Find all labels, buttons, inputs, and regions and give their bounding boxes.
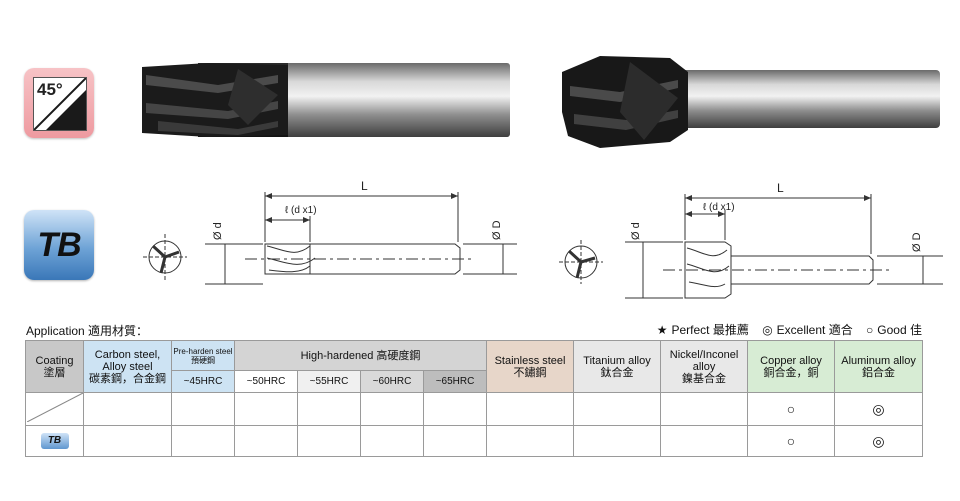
rating-copper: ○	[747, 392, 836, 426]
header-nickel: Nickel/Inconel alloy 鎳基合金	[660, 340, 749, 393]
flute-label-right: ℓ (d x1)	[703, 202, 735, 213]
header-preharden-steel: Pre-harden steel 預硬鋼	[171, 340, 235, 371]
table-row: TB ○ ◎	[25, 425, 924, 457]
coating-cell-blank	[25, 392, 84, 426]
header-stainless: Stainless steel 不鏽鋼	[486, 340, 575, 393]
application-table: Coating 塗層 Carbon steel, Alloy steel 碳素鋼…	[25, 340, 924, 457]
header-65hrc: ~65HRC	[422, 370, 488, 393]
legend-good: Good 佳	[877, 323, 922, 337]
table-row: ○ ◎	[25, 392, 924, 426]
rating-aluminum: ◎	[834, 425, 924, 457]
header-60hrc: ~60HRC	[360, 370, 424, 393]
coating-cell-tb: TB	[25, 425, 84, 457]
header-carbon-steel: Carbon steel, Alloy steel 碳素鋼，合金鋼	[83, 340, 172, 393]
header-high-hardened: High-hardened 高硬度鋼	[233, 340, 488, 371]
header-copper: Copper alloy 銅合金，銅	[747, 340, 836, 393]
angle-label: 45°	[37, 80, 63, 99]
tb-coating-badge: TB	[24, 210, 94, 280]
legend-excellent: Excellent 適合	[776, 323, 853, 337]
tb-label: TB	[37, 225, 81, 264]
header-50hrc: ~50HRC	[234, 370, 298, 393]
header-45hrc: ~45HRC	[171, 370, 235, 393]
header-coating: Coating 塗層	[25, 340, 84, 393]
end-mill-photo-right	[562, 56, 940, 148]
shank-diameter-label-left: Ø D	[491, 220, 503, 240]
rating-legend: ★Perfect 最推薦 ◎Excellent 適合 ○Good 佳	[653, 321, 922, 338]
technical-drawing-right: L ℓ (d x1) Ø d Ø D	[559, 181, 943, 299]
header-55hrc: ~55HRC	[297, 370, 361, 393]
star-icon: ★	[656, 323, 668, 337]
header-aluminum: Aluminum alloy 鋁合金	[834, 340, 924, 393]
flute-label-left: ℓ (d x1)	[285, 205, 317, 216]
cut-diameter-label-left: Ø d	[212, 222, 224, 240]
double-circle-icon: ◎	[762, 323, 773, 337]
circle-icon: ○	[866, 323, 874, 337]
angle-45-badge: 45°	[24, 68, 94, 138]
length-label-right: L	[777, 181, 784, 195]
angle-icon: 45°	[33, 77, 87, 131]
end-mill-photo-left	[142, 63, 510, 137]
legend-perfect: Perfect 最推薦	[671, 323, 749, 337]
tb-coating-mini-badge: TB	[40, 433, 69, 449]
rating-aluminum: ◎	[834, 392, 924, 426]
cut-diameter-label-right: Ø d	[630, 222, 642, 240]
application-label: Application 適用材質：	[26, 324, 149, 338]
rating-copper: ○	[747, 425, 836, 457]
technical-drawing-left: L ℓ (d x1) Ø d Ø D	[143, 179, 517, 285]
header-titanium: Titanium alloy 鈦合金	[573, 340, 662, 393]
diagonal-line-icon	[26, 392, 83, 423]
shank-diameter-label-right: Ø D	[911, 232, 923, 252]
length-label-left: L	[361, 179, 368, 193]
